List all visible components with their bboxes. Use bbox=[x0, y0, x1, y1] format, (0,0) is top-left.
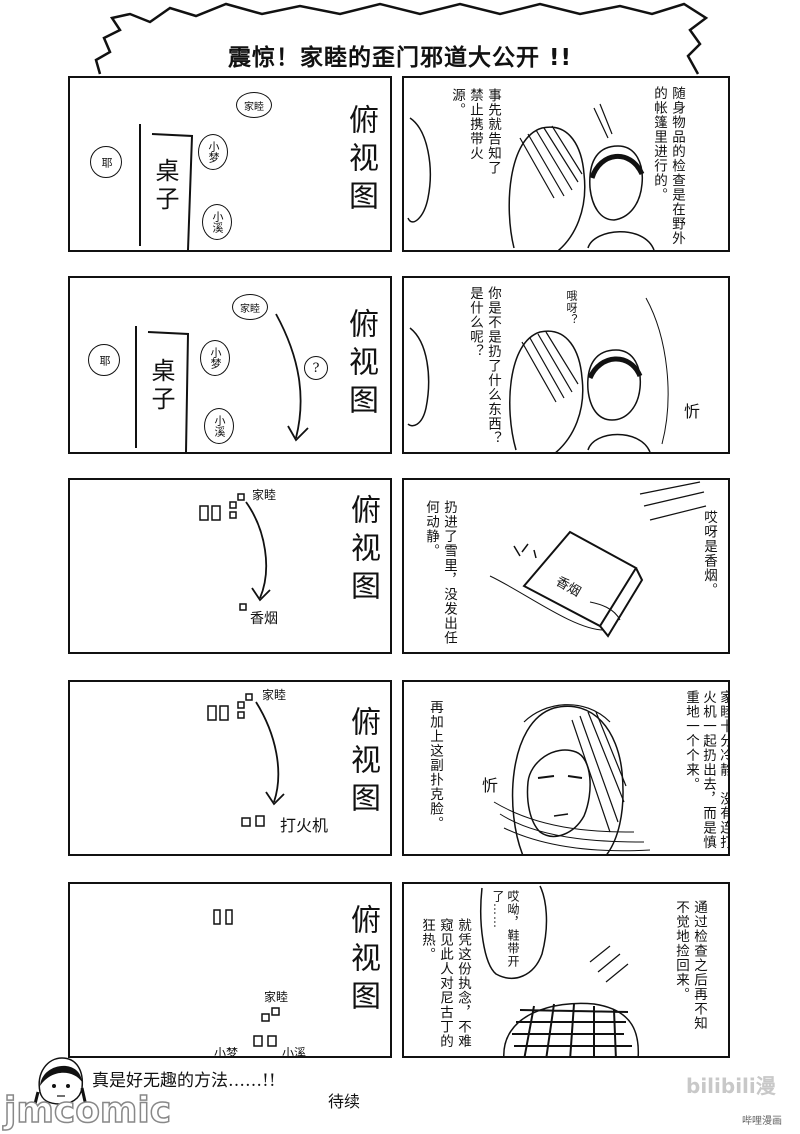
person-jiamu: 家睦 bbox=[262, 688, 287, 702]
person-jiamu: 家睦 bbox=[252, 488, 277, 502]
panel-2-scene: 你是不是扔了什么东西？是什么呢？ 哦呀？ 忻 bbox=[402, 276, 730, 454]
speech-bubble: 你是不是扔了什么东西？是什么呢？ bbox=[467, 286, 501, 446]
chair-circle: 耶 bbox=[88, 344, 120, 376]
topdown-label: 俯视图 bbox=[345, 904, 380, 1018]
narration-box: 通过检查之后再不知不觉地捡回来。 bbox=[673, 900, 707, 1031]
panel-3-scene: 香烟 哎呀是香烟。 扔进了雪里，没发出任何动静。 bbox=[402, 478, 730, 654]
narration-box: 事先就告知了禁止携带火源。 bbox=[449, 88, 501, 175]
table-diagram bbox=[139, 124, 194, 250]
panel-4-topdown: 家睦 打火机 俯视图 bbox=[68, 680, 392, 856]
head-and-bubble-drawing bbox=[480, 885, 640, 1056]
jagged-banner-shape bbox=[94, 2, 709, 75]
person-jiamu: 家睦 bbox=[264, 990, 289, 1004]
narration-box: 随身物品的检查是在野外的帐篷里进行的。 bbox=[651, 86, 685, 246]
person-xiaomeng: 小梦 bbox=[214, 1046, 239, 1058]
sound-effect: 忻 bbox=[482, 776, 499, 795]
narration-box: 再加上这副扑克脸。 bbox=[427, 700, 443, 831]
chair-circle: 耶 bbox=[90, 146, 122, 178]
jmcomic-watermark: jmcomic bbox=[3, 1089, 172, 1132]
panel-3-topdown: 家睦 香烟 俯视图 bbox=[68, 478, 392, 654]
return-diagram bbox=[213, 909, 280, 1047]
topdown-label: 俯视图 bbox=[343, 104, 378, 218]
table-label: 桌子 bbox=[151, 158, 179, 214]
panel-1-scene: 随身物品的检查是在野外的帐篷里进行的。 事先就告知了禁止携带火源。 bbox=[402, 76, 730, 252]
panel-5-scene: 哎呦，鞋带开了…… 通过检查之后再不知不觉地捡回来。 就凭这份执念，不难窥见此人… bbox=[402, 882, 730, 1058]
question-mark-circle: ? bbox=[304, 356, 328, 380]
bilibili-watermark: bilibili漫 bbox=[686, 1074, 776, 1098]
character-face-drawing bbox=[493, 704, 651, 854]
throw-path-diagram bbox=[199, 493, 271, 611]
panel-2-topdown: 耶 桌子 家睦 小梦 小溪 ? 俯视图 bbox=[68, 276, 392, 454]
bilibili-watermark-sub: 哔哩漫画 bbox=[742, 1116, 782, 1127]
topdown-label: 俯视图 bbox=[345, 494, 380, 608]
table-label: 桌子 bbox=[147, 358, 175, 414]
sound-effect: 忻 bbox=[684, 402, 701, 421]
narration-box: 就凭这份执念，不难窥见此人对尼古丁的狂热。 bbox=[419, 918, 471, 1049]
page-title: 震惊！家睦的歪门邪道大公开 !! bbox=[228, 45, 572, 71]
throw-path-diagram bbox=[207, 693, 285, 827]
author-chibi-drawing bbox=[32, 1057, 88, 1109]
person-jiamu: 家睦 bbox=[236, 92, 272, 118]
title-banner: 震惊！家睦的歪门邪道大公开 !! bbox=[0, 0, 800, 78]
person-jiamu: 家睦 bbox=[232, 294, 268, 320]
person-xiaomeng: 小梦 bbox=[198, 134, 228, 170]
narration-box: 哎呀是香烟。 bbox=[701, 510, 717, 597]
person-xiaomeng: 小梦 bbox=[200, 340, 230, 376]
speech-bubble: 哎呦，鞋带开了…… bbox=[491, 890, 520, 968]
topdown-label: 俯视图 bbox=[345, 706, 380, 820]
characters-drawing bbox=[407, 297, 669, 452]
panel-1-topdown: 耶 桌子 家睦 小梦 小溪 俯视图 bbox=[68, 76, 392, 252]
item-cigarettes: 香烟 bbox=[250, 611, 278, 627]
to-be-continued: 待续 bbox=[328, 1092, 361, 1111]
item-lighter: 打火机 bbox=[280, 816, 329, 835]
narration-box: 家睦十分冷静。没有连打火机一起扔出去，而是慎重地一个个来。 bbox=[683, 690, 730, 850]
closing-remark: 真是好无趣的方法……!! bbox=[92, 1071, 276, 1091]
characters-drawing bbox=[407, 103, 655, 250]
panel-4-scene: 家睦十分冷静。没有连打火机一起扔出去，而是慎重地一个个来。 再加上这副扑克脸。 … bbox=[402, 680, 730, 856]
person-xiaoxi: 小溪 bbox=[282, 1046, 307, 1058]
cigarette-pack-drawing bbox=[489, 481, 707, 638]
panel-5-topdown: 家睦 小梦 小溪 俯视图 bbox=[68, 882, 392, 1058]
person-xiaoxi: 小溪 bbox=[202, 204, 232, 240]
narration-box: 扔进了雪里，没发出任何动静。 bbox=[423, 500, 457, 645]
person-xiaoxi: 小溪 bbox=[204, 408, 234, 444]
speech-bubble-small: 哦呀？ bbox=[565, 290, 578, 326]
topdown-label: 俯视图 bbox=[343, 308, 378, 422]
table-diagram bbox=[135, 313, 309, 452]
